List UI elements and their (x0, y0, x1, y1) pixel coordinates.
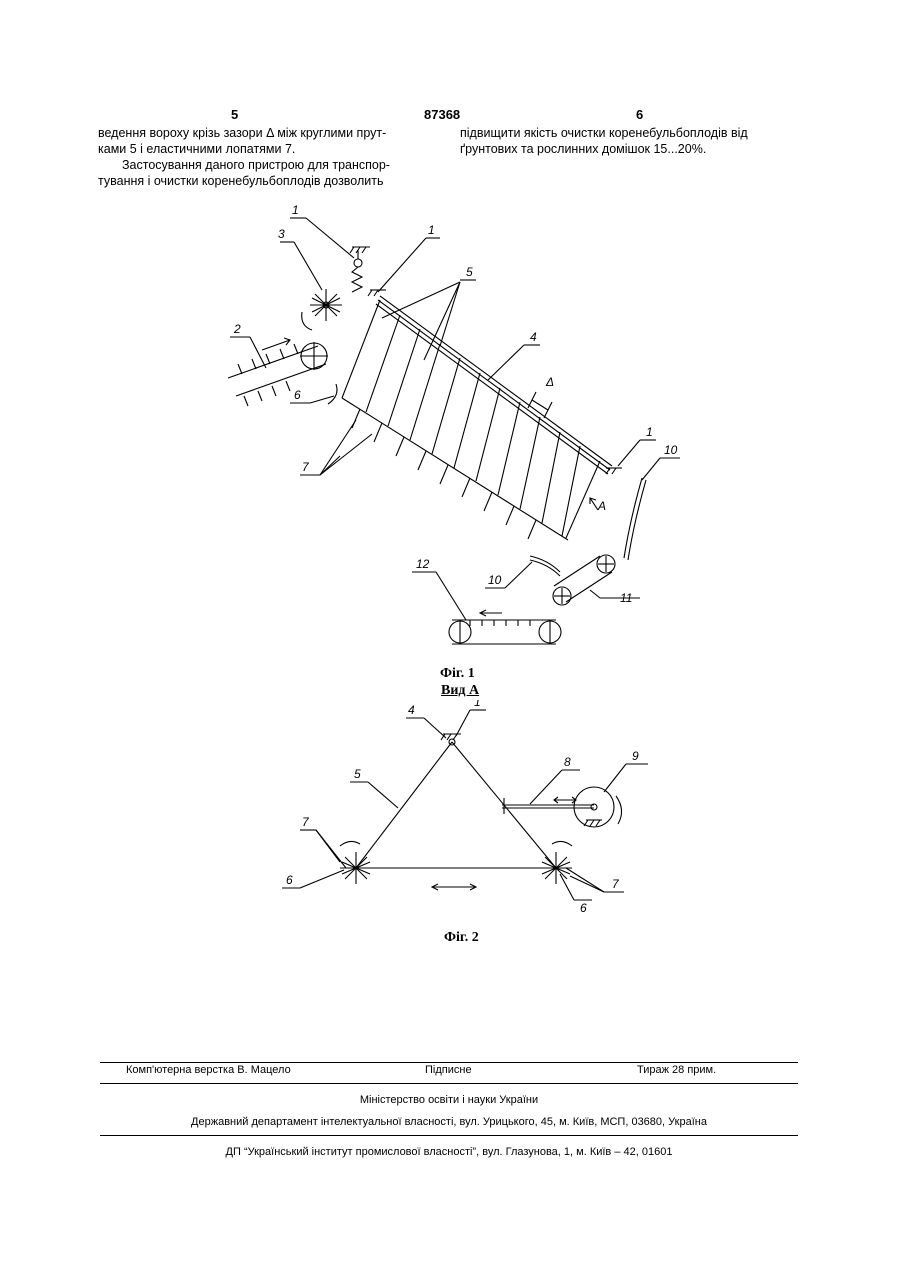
label-7: 7 (612, 877, 620, 891)
footer-ministry: Міністерство освіти і науки України (100, 1094, 798, 1106)
footer-department: Державний департамент інтелектуальної вл… (100, 1116, 798, 1128)
footer-rule (100, 1135, 798, 1136)
text-line: Застосування даного пристрою для транспо… (98, 157, 422, 173)
label-5: 5 (354, 767, 361, 781)
label-12: 12 (416, 557, 430, 571)
page-number-left: 5 (231, 107, 238, 122)
figure-1-caption: Фіг. 1 (440, 666, 475, 682)
text-line: ґрунтових та рослинних домішок 15...20%. (460, 141, 786, 157)
text-line: ведення вороху крізь зазори Δ між кругли… (98, 125, 422, 141)
text-line: тування і очистки коренебульбоплодів доз… (98, 173, 422, 189)
label-2: 2 (233, 322, 241, 336)
label-7: 7 (302, 460, 310, 474)
label-1: 1 (428, 223, 435, 237)
label-1: 1 (292, 203, 299, 217)
footer-layout-credit: Комп'ютерна верстка В. Мацело (126, 1064, 291, 1076)
delta-label: Δ (545, 375, 554, 389)
label-5: 5 (466, 265, 473, 279)
text-line: підвищити якість очистки коренебульбопло… (460, 125, 786, 141)
label-6: 6 (580, 901, 587, 915)
label-4: 4 (530, 330, 537, 344)
figure-2-caption: Фіг. 2 (444, 930, 479, 946)
label-4: 4 (408, 703, 415, 717)
label-9: 9 (632, 749, 639, 763)
page-number-right: 6 (636, 107, 643, 122)
label-7: 7 (302, 815, 310, 829)
label-1: 1 (474, 700, 481, 709)
footer-institute: ДП “Український інститут промислової вла… (100, 1146, 798, 1158)
footer-circulation: Тираж 28 прим. (637, 1064, 716, 1076)
view-a-title: Вид А (441, 683, 479, 699)
label-1: 1 (646, 425, 653, 439)
figure-2-drawing: 4 1 5 6 6 7 7 8 9 (0, 700, 900, 925)
view-arrow-label: A (597, 499, 606, 513)
label-10: 10 (488, 573, 502, 587)
figure-1-drawing: 1 1 1 2 3 4 5 6 7 10 10 11 12 Δ A (0, 195, 900, 655)
label-8: 8 (564, 755, 571, 769)
text-column-left: ведення вороху крізь зазори Δ між кругли… (98, 125, 422, 189)
text-line: ками 5 і еластичними лопатями 7. (98, 141, 422, 157)
label-10: 10 (664, 443, 678, 457)
footer-rule (100, 1062, 798, 1063)
label-6: 6 (286, 873, 293, 887)
patent-number: 87368 (424, 107, 460, 122)
label-6: 6 (294, 388, 301, 402)
label-11: 11 (620, 591, 632, 605)
label-3: 3 (278, 227, 285, 241)
text-column-right: підвищити якість очистки коренебульбопло… (460, 125, 786, 157)
footer-signed: Підписне (425, 1064, 472, 1076)
footer-rule (100, 1083, 798, 1084)
